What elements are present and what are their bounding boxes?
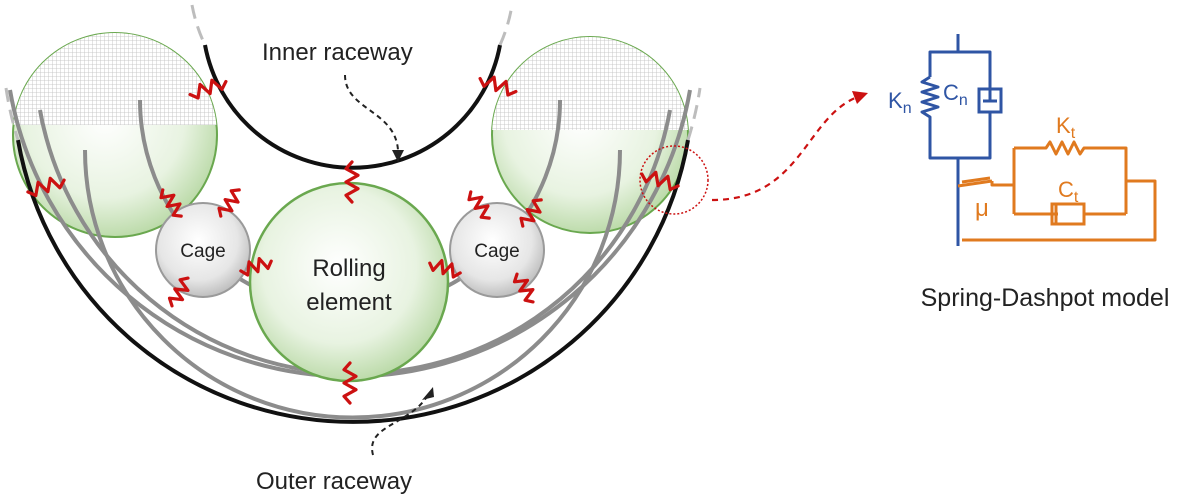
model-title: Spring-Dashpot model: [921, 284, 1170, 312]
symbol-cn: Cn: [943, 80, 968, 109]
outer-raceway-label: Outer raceway: [256, 468, 412, 495]
symbol-kn: Kn: [888, 88, 912, 117]
spring-cage-right-top-right: [519, 198, 543, 228]
spring-outer-raceway-right: [640, 170, 680, 192]
spring-inner-raceway-left: [188, 78, 228, 100]
spring-dashpot-model: Kn Cn Kt Ct μ: [888, 34, 1157, 246]
cage-right: [449, 202, 545, 298]
spring-outer-raceway-left: [26, 176, 66, 198]
arrowhead-outer: [422, 387, 434, 400]
spring-cage-right-left: [428, 259, 462, 279]
symbol-ct: Ct: [1058, 177, 1079, 206]
outer-raceway: [4, 87, 702, 424]
spring-inner-raceway-right: [478, 75, 518, 97]
spring-outer-raceway-center: [342, 361, 358, 405]
label-pointer-arrows: [344, 74, 429, 456]
inner-raceway: [190, 4, 514, 170]
contact-springs: [26, 75, 680, 405]
cage-right-label: Cage: [474, 241, 519, 262]
spring-cage-right-top: [467, 190, 491, 220]
cage-left: [155, 202, 251, 298]
friction-slider-top: [961, 176, 991, 184]
inner-raceway-label: Inner raceway: [262, 39, 413, 66]
spring-cage-left-top: [159, 188, 183, 218]
spring-cage-left-top-right: [217, 188, 241, 218]
spring-inner-raceway-center: [344, 160, 360, 204]
spring-cage-right-bottom: [512, 272, 535, 304]
tangential-contact-branch: [957, 140, 1157, 242]
zoom-connector: [711, 96, 856, 202]
symbol-kt: Kt: [1056, 113, 1076, 142]
symbol-mu: μ: [975, 195, 989, 222]
zoom-circle: [639, 145, 709, 215]
zoom-connector-arrowhead: [852, 91, 868, 104]
cage-left-label: Cage: [180, 241, 225, 262]
arrowhead-inner: [392, 150, 404, 162]
spring-cage-left-right: [239, 257, 273, 277]
rolling-element-center: [248, 181, 450, 383]
spring-cage-left-bottom: [167, 276, 190, 308]
dashpot-cn-body: [977, 87, 1003, 114]
rolling-element-label-line2: element: [306, 289, 392, 316]
rolling-element-label-line1: Rolling: [312, 255, 385, 282]
normal-contact-branch: [920, 34, 1003, 246]
dashpot-ct-body: [1050, 202, 1086, 226]
